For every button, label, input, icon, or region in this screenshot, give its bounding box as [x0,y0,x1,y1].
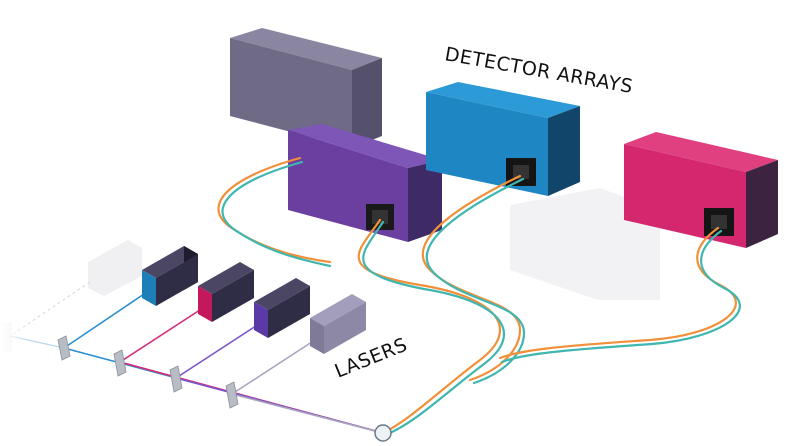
detector-ghost [230,28,382,148]
laser-purple [254,278,310,338]
ghost-laser-left [88,240,142,296]
laser-blue [142,246,198,306]
fiber-bundles [217,156,741,437]
laser-magenta [198,262,254,322]
mirrors [57,335,239,409]
detector-magenta [624,132,778,248]
mirror-2 [113,349,127,377]
fiber-coupler [374,424,392,442]
mirror-1 [57,335,71,361]
mirror-3 [169,365,183,393]
left-fade [0,0,30,446]
detector-blue [426,82,580,196]
mirror-4 [225,381,239,409]
detector-purple [288,124,442,242]
laser-ghost [310,294,366,354]
ghost-detector-right [510,188,660,300]
